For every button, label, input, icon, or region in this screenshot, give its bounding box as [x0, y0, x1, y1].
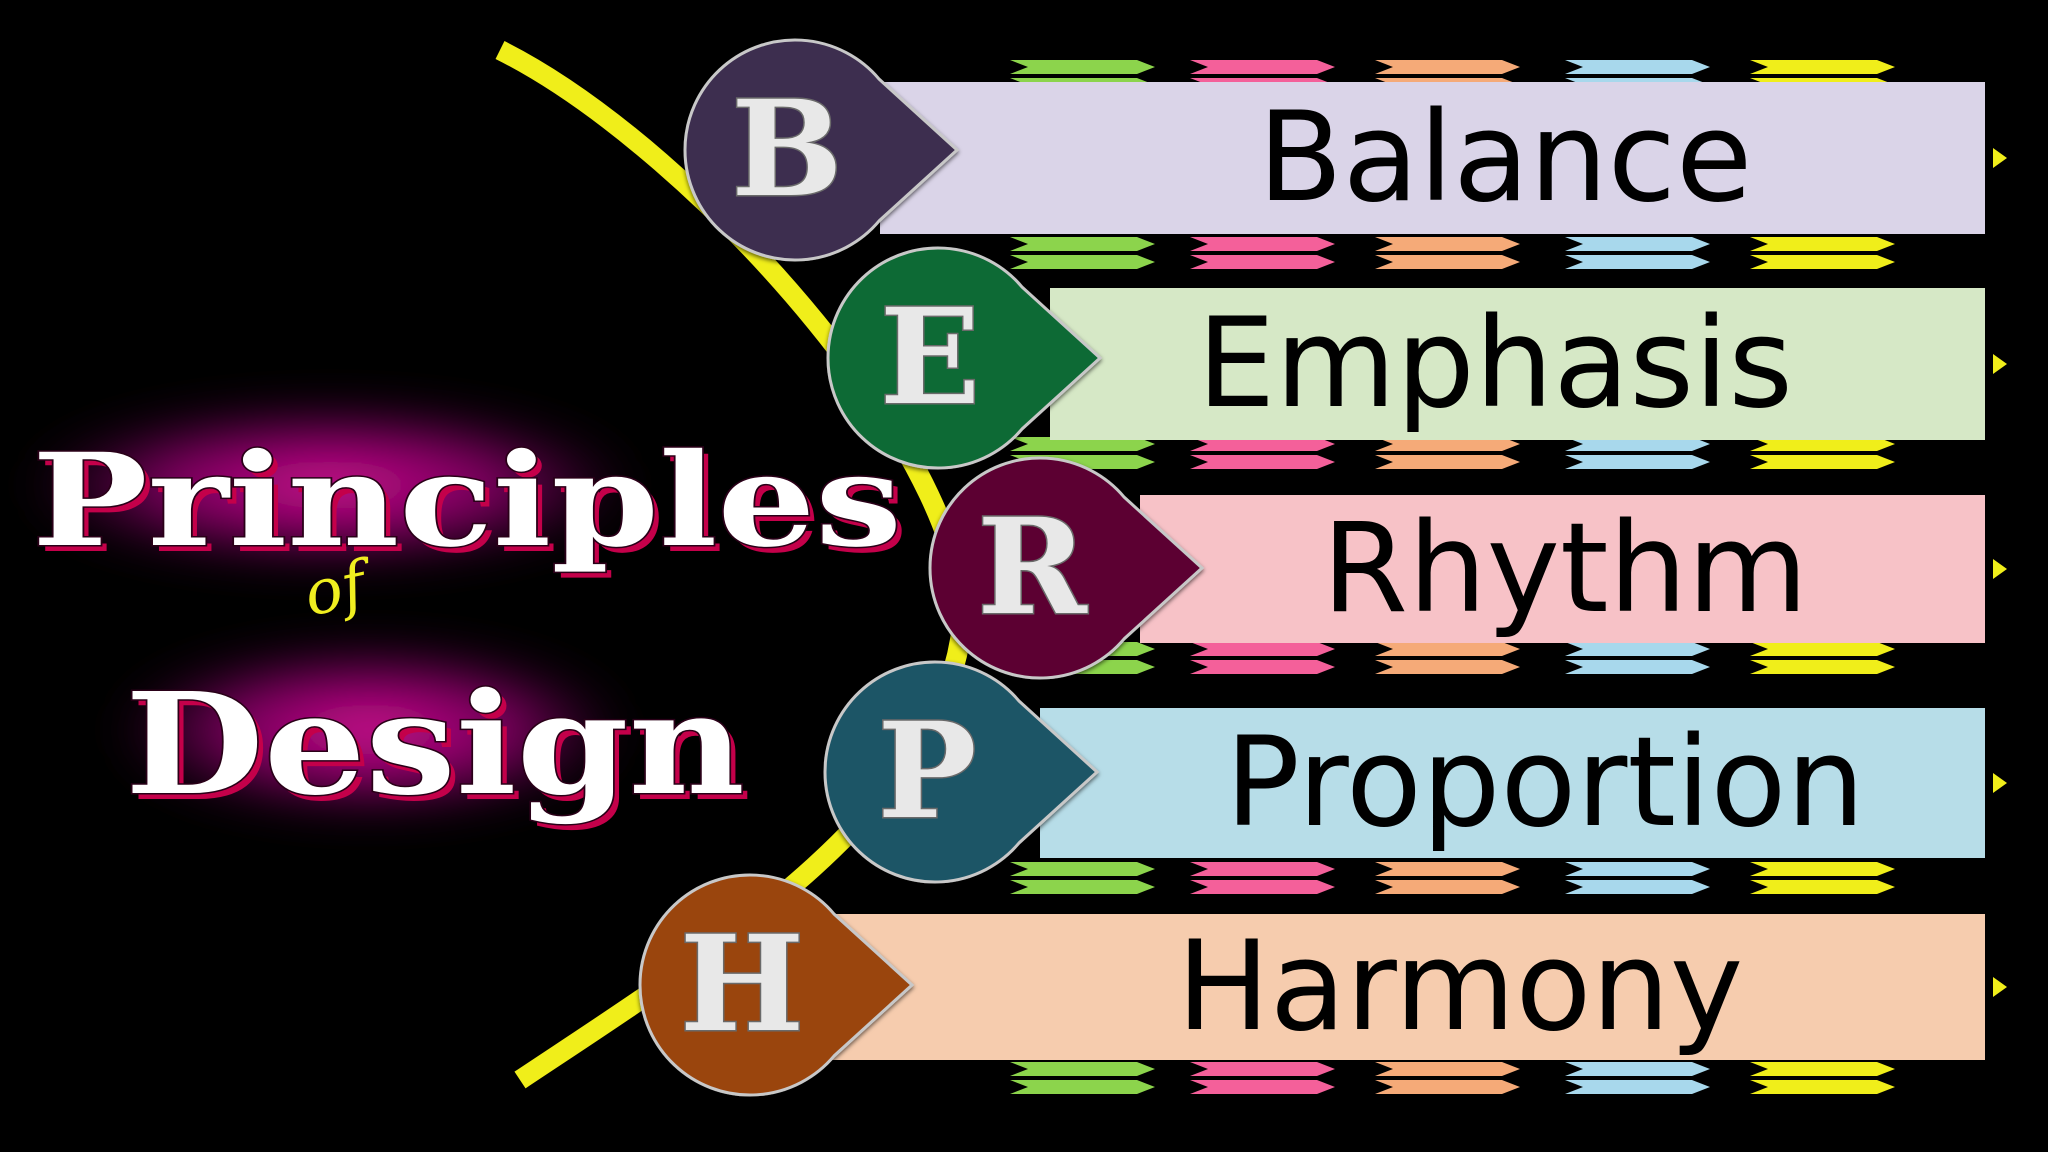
chevron [1375, 437, 1520, 451]
chevron [1565, 1080, 1710, 1094]
principle-row-rhythm: Rhythm R [928, 456, 2007, 680]
principle-row-balance: Balance B [683, 38, 2007, 262]
principle-label: Harmony [1177, 915, 1744, 1059]
chevron [1750, 642, 1895, 656]
principle-row-proportion: Proportion P [823, 660, 2007, 884]
end-arrow-icon [1993, 559, 2007, 579]
label-bar [880, 82, 1985, 234]
chevron [1565, 1062, 1710, 1076]
chevron [1190, 1080, 1335, 1094]
chevron [1375, 660, 1520, 674]
chevron [1750, 437, 1895, 451]
end-arrow-icon [1993, 148, 2007, 168]
chevron [1375, 237, 1520, 251]
end-arrow-icon [1993, 773, 2007, 793]
letter-badge: E [826, 246, 1103, 470]
end-arrow-icon [1993, 977, 2007, 997]
letter-badge: H [638, 873, 915, 1097]
chevron [1565, 660, 1710, 674]
chevron [1190, 642, 1335, 656]
chevron [1010, 1062, 1155, 1076]
principle-label: Rhythm [1322, 497, 1808, 641]
chevron [1565, 642, 1710, 656]
badge-letter: H [680, 907, 805, 1062]
title-line1-shadow: Principles [38, 432, 908, 582]
chevron [1565, 455, 1710, 469]
chevron [1565, 255, 1710, 269]
chevron [1190, 60, 1335, 74]
chevron [1190, 437, 1335, 451]
chevron [1190, 880, 1335, 894]
principle-label: Balance [1258, 86, 1753, 230]
chevron [1010, 862, 1155, 876]
title-line2-shadow: Design [131, 669, 751, 833]
badge-letter: R [977, 490, 1088, 645]
chevron [1010, 437, 1155, 451]
principle-row-harmony: Harmony H [638, 873, 2007, 1097]
chevron [1190, 455, 1335, 469]
principle-label: Emphasis [1197, 292, 1793, 436]
chevron [1565, 60, 1710, 74]
chevron [1565, 880, 1710, 894]
letter-badge: R [928, 456, 1205, 680]
letter-badge: B [683, 38, 960, 262]
principle-label: Proportion [1225, 711, 1865, 855]
badge-letter: E [880, 280, 981, 435]
chevron [1190, 255, 1335, 269]
badge-letter: B [731, 72, 843, 227]
chevron [1010, 255, 1155, 269]
chevron [1375, 60, 1520, 74]
title-line1: Principles [32, 426, 902, 576]
chevron [1010, 60, 1155, 74]
label-bar [1140, 495, 1985, 643]
chevron [1190, 237, 1335, 251]
chevron [1375, 642, 1520, 656]
chevron [1010, 1080, 1155, 1094]
title-glow [20, 400, 640, 820]
chevron [1375, 1062, 1520, 1076]
chevron [1565, 862, 1710, 876]
chevron [1750, 1080, 1895, 1094]
letter-badge: P [823, 660, 1100, 884]
chevron [1375, 1080, 1520, 1094]
chevron [1010, 880, 1155, 894]
title: Principles Principles of Design Design [31, 425, 908, 834]
principle-row-emphasis: Emphasis E [826, 246, 2007, 470]
label-bar [1040, 708, 1985, 858]
chevron [1375, 455, 1520, 469]
chevron [1750, 880, 1895, 894]
chevron [1750, 862, 1895, 876]
chevron [1750, 1062, 1895, 1076]
chevron [1190, 1062, 1335, 1076]
chevron [1375, 862, 1520, 876]
chevron [1010, 237, 1155, 251]
principle-list: Balance B Emphasis E Rhythm R Proportion P Harmo… [638, 38, 2007, 1097]
chevron [1190, 660, 1335, 674]
chevron [1375, 880, 1520, 894]
chevron [1375, 255, 1520, 269]
chevron [1750, 660, 1895, 674]
chevron [1565, 437, 1710, 451]
title-line2: Design [125, 663, 745, 827]
label-bar [1050, 288, 1985, 440]
chevron [1750, 237, 1895, 251]
badge-letter: P [877, 694, 976, 849]
chevron [1750, 255, 1895, 269]
label-bar [830, 914, 1985, 1060]
chevron [1750, 60, 1895, 74]
end-arrow-icon [1993, 354, 2007, 374]
chevron [1190, 862, 1335, 876]
chevron [1750, 455, 1895, 469]
chevron [1565, 237, 1710, 251]
